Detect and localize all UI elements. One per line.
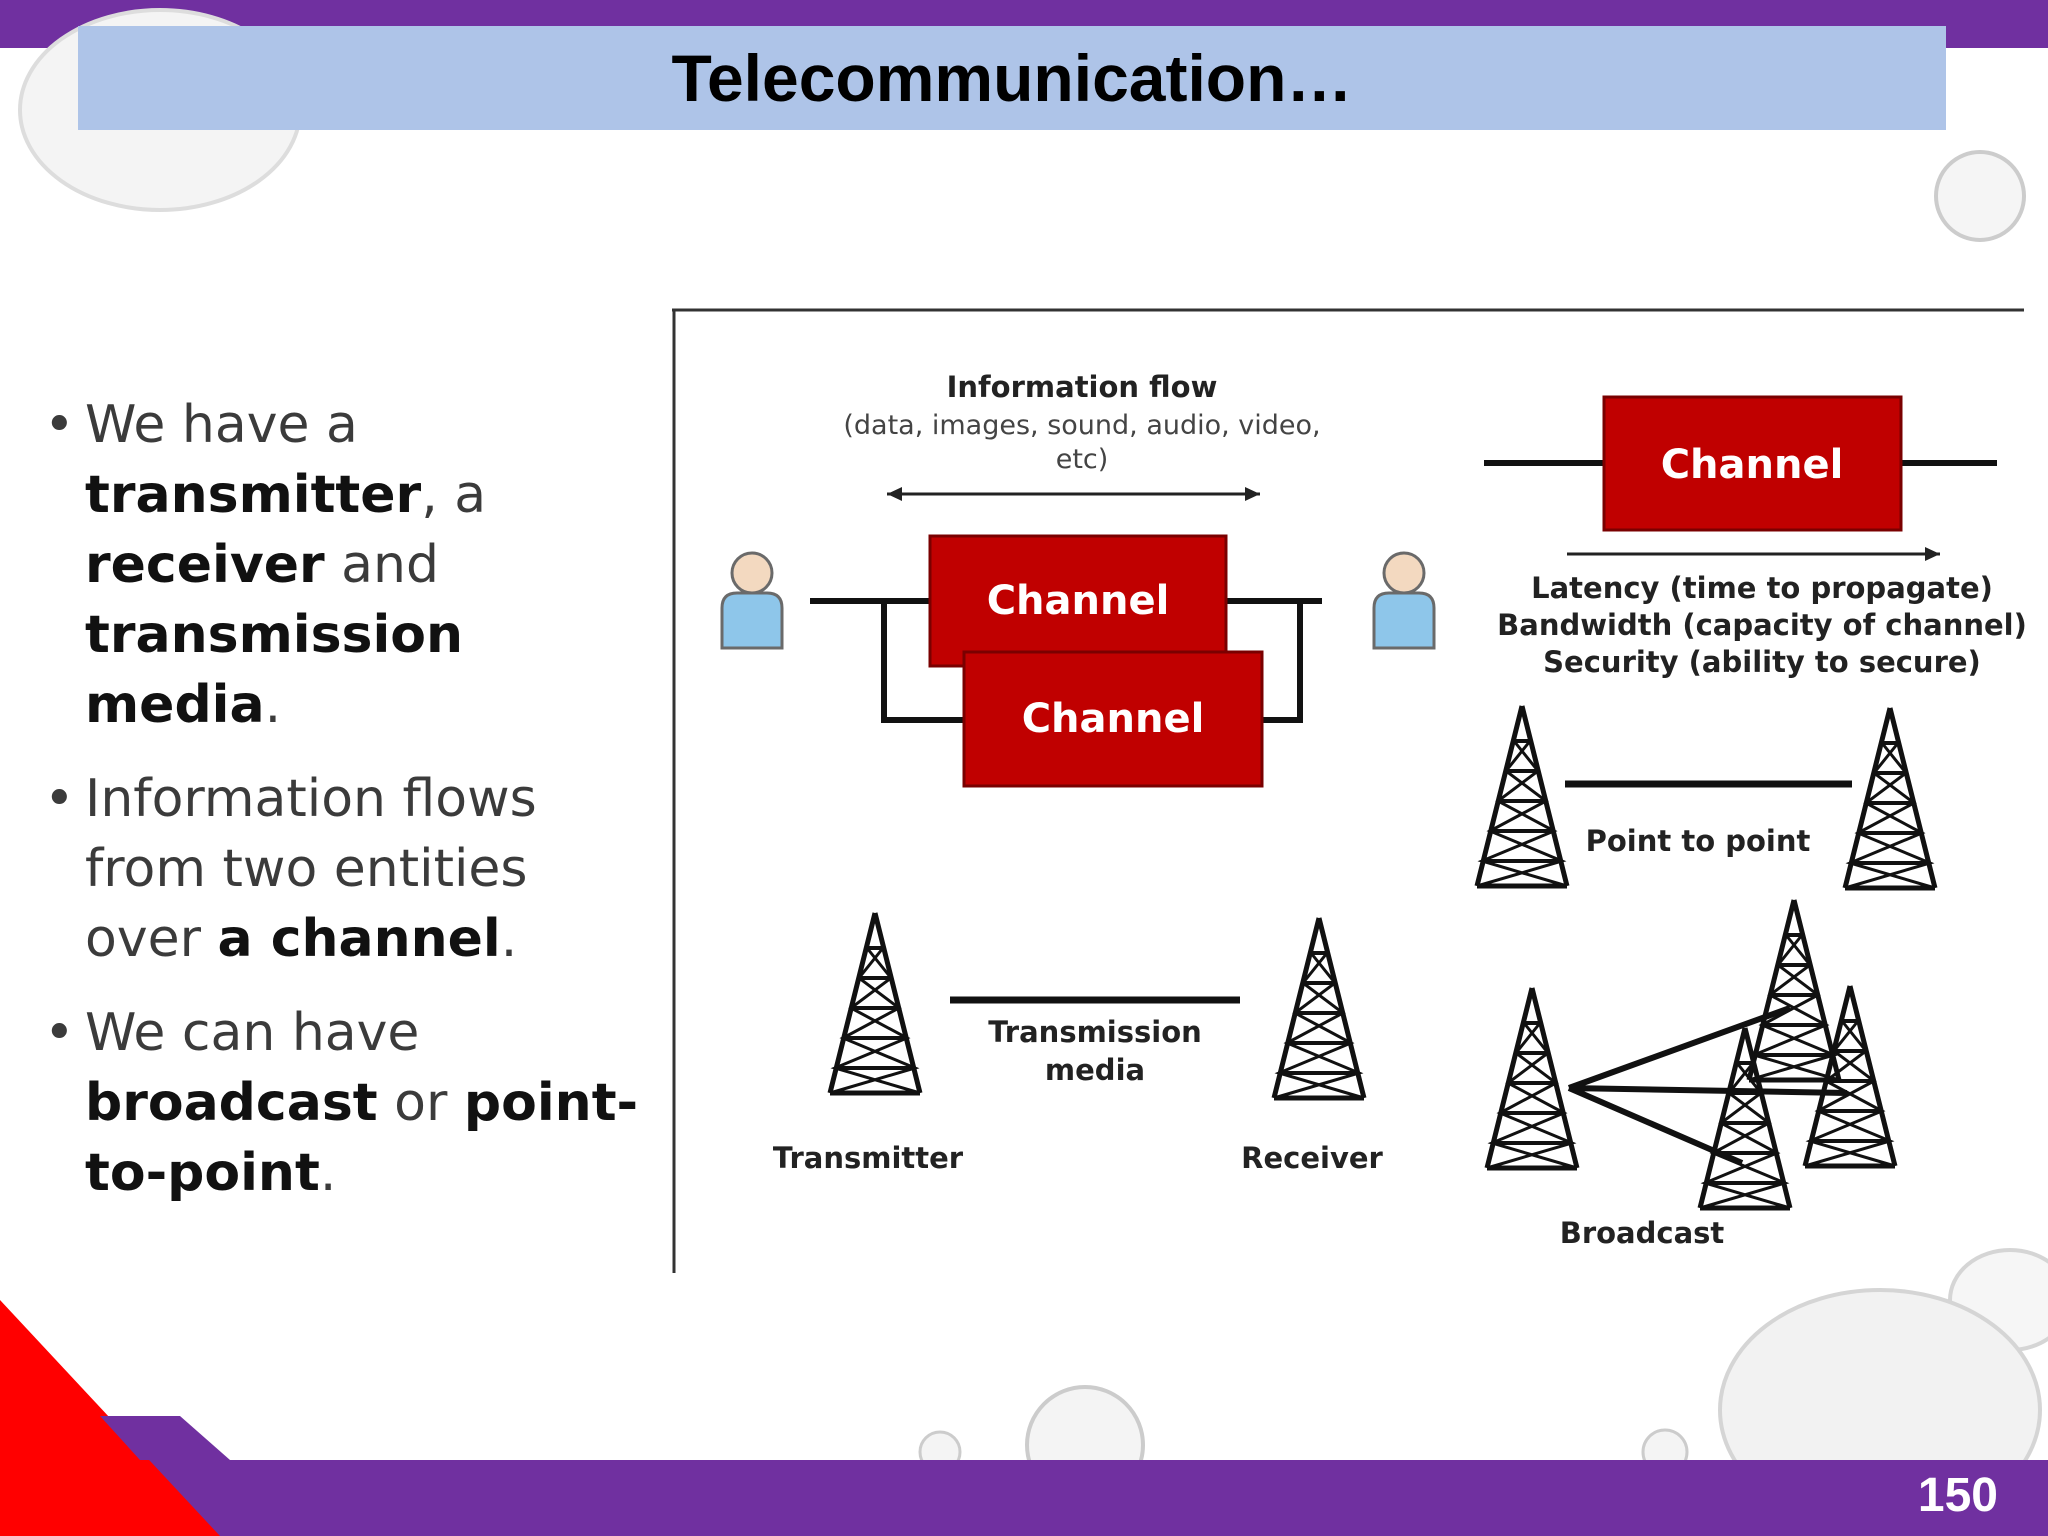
bullet-text: , a xyxy=(421,465,487,525)
receiver-label: Receiver xyxy=(1241,1141,1383,1175)
bullet-dot: • xyxy=(44,395,75,455)
bullet-item: •We have a transmitter, a receiver and t… xyxy=(40,390,640,740)
bullet-list: •We have a transmitter, a receiver and t… xyxy=(40,390,640,1232)
bullet-dot: • xyxy=(44,1003,75,1063)
bullet-bold-text: a channel xyxy=(217,909,501,969)
channel-label: Channel xyxy=(987,578,1170,624)
security-label: Security (ability to secure) xyxy=(1543,645,1981,679)
transmitter-label: Transmitter xyxy=(773,1141,964,1175)
tower-icon xyxy=(1805,986,1895,1166)
bullet-dot: • xyxy=(44,769,75,829)
bullet-text: We have a xyxy=(85,395,358,455)
telecom-diagram: Information flow (data, images, sound, a… xyxy=(672,308,2027,1273)
info-flow-title: Information flow xyxy=(947,370,1218,404)
latency-label: Latency (time to propagate) xyxy=(1531,571,1993,605)
tower-icon xyxy=(1487,988,1577,1168)
info-flow-sub1: (data, images, sound, audio, video, xyxy=(843,410,1320,441)
corner-accent xyxy=(0,1300,230,1536)
bullet-text: and xyxy=(324,535,439,595)
bullet-text: We can have xyxy=(85,1003,420,1063)
tower-icon xyxy=(1845,708,1935,888)
bullet-text: or xyxy=(377,1073,464,1133)
bullet-item: •We can have broadcast or point-to-point… xyxy=(40,998,640,1208)
channel-box xyxy=(928,534,1228,668)
broadcast-label: Broadcast xyxy=(1560,1216,1725,1250)
info-flow-sub2: etc) xyxy=(1056,444,1109,475)
tower-icon xyxy=(1477,706,1567,886)
point-to-point-label: Point to point xyxy=(1586,824,1811,858)
title-bar: Telecommunication… xyxy=(78,26,1946,130)
tower-icon xyxy=(1274,918,1364,1098)
tower-icon xyxy=(1749,900,1839,1080)
bandwidth-label: Bandwidth (capacity of channel) xyxy=(1497,608,2027,642)
bottom-band xyxy=(0,1460,2048,1536)
transmission-media-label-1: Transmission xyxy=(988,1015,1202,1049)
slide-title: Telecommunication… xyxy=(671,41,1353,115)
transmission-media-label-2: media xyxy=(1045,1053,1145,1087)
bullet-bold-text: broadcast xyxy=(85,1073,378,1133)
person-icon xyxy=(1372,551,1436,650)
channel-label: Channel xyxy=(1661,442,1844,488)
bullet-text: . xyxy=(319,1143,337,1203)
bullet-text: . xyxy=(264,675,282,735)
bullet-bold-text: receiver xyxy=(85,535,325,595)
bullet-bold-text: transmission media xyxy=(85,605,464,735)
diagram-svg: Information flow (data, images, sound, a… xyxy=(672,308,2027,1273)
channel-box xyxy=(962,650,1264,788)
bullet-bold-text: point-to-point xyxy=(85,1073,639,1203)
person-icon xyxy=(720,551,784,650)
channel-label: Channel xyxy=(1022,696,1205,742)
tower-icon xyxy=(830,913,920,1093)
channel-box xyxy=(1602,395,1903,532)
bullet-text: Information flows from two entities over xyxy=(85,769,537,969)
bullet-bold-text: transmitter xyxy=(85,465,422,525)
bullet-text: . xyxy=(500,909,518,969)
bullet-item: •Information flows from two entities ove… xyxy=(40,764,640,974)
page-number: 150 xyxy=(1917,1469,1998,1522)
